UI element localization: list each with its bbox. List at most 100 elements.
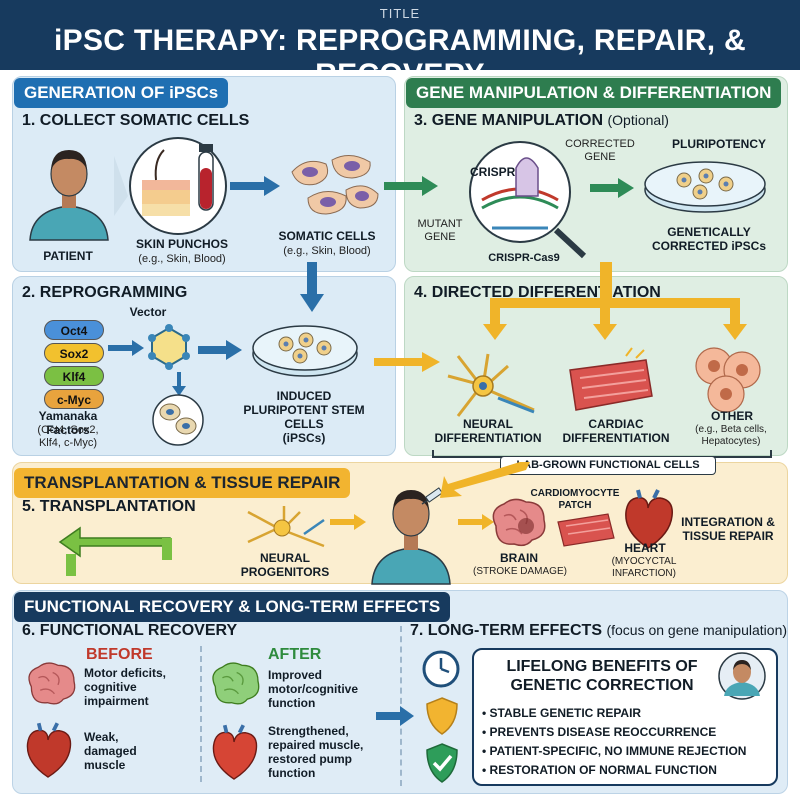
heart-label: HEART: [624, 541, 666, 555]
heart-sub-2: INFARCTION): [612, 568, 676, 579]
mutant-gene-label-1: MUTANT: [417, 218, 463, 230]
factor-klf4: Klf4: [44, 366, 104, 386]
heart-icon: [625, 489, 673, 549]
gen-corrected-label-1: GENETICALLY: [667, 225, 751, 239]
crispr-dna-icon: [469, 141, 587, 259]
brain-sub: (STROKE DAMAGE): [473, 566, 567, 577]
after-heart-icon: [212, 724, 258, 780]
before-brain-icon: [28, 662, 76, 705]
other-sub-1: (e.g., Beta cells,: [695, 424, 767, 435]
arrow-to-corrected-ipsc: [590, 178, 634, 198]
pluripotency-label: PLURIPOTENCY: [671, 137, 766, 151]
step-2-heading: 2. REPROGRAMMING: [22, 284, 188, 301]
syringe-icon: [421, 487, 443, 505]
avatar-icon: [718, 652, 766, 700]
step-5-heading: 5. TRANSPLANTATION: [22, 498, 196, 515]
step-1-heading: 1. COLLECT SOMATIC CELLS: [22, 112, 250, 129]
before-heart-line-1: Weak,: [84, 730, 119, 744]
before-brain-line-1: Motor deficits,: [84, 666, 167, 680]
arrow-factors-to-vector: [108, 340, 144, 356]
step-7-heading: 7. LONG-TERM EFFECTS (focus on gene mani…: [410, 622, 787, 640]
lab-grown-label: LAB-GROWN FUNCTIONAL CELLS: [500, 456, 716, 475]
differentiation-branch-arrows: [483, 262, 747, 340]
big-yellow-arrow: [440, 462, 530, 498]
integration-label-1: INTEGRATION &: [681, 515, 775, 529]
gen-corrected-label-2: CORRECTED iPSCs: [651, 239, 767, 253]
yamanaka-sub-1: (Oct4, Sox2,: [37, 424, 99, 436]
shield-icon: [426, 697, 458, 735]
skin-punch-sub: (e.g., Skin, Blood): [138, 253, 226, 265]
return-arrow: [58, 526, 172, 576]
benefit-item-2: • PREVENTS DISEASE REOCCURRENCE: [482, 725, 717, 739]
step-7-focus: (focus on gene manipulation): [606, 622, 788, 638]
tab-transplantation: TRANSPLANTATION & TISSUE REPAIR: [14, 468, 351, 498]
ipsc-label-3: CELLS: [284, 417, 324, 431]
ipsc-label-4: (iPSCs): [282, 431, 326, 445]
corrected-gene-label-1: CORRECTED: [565, 138, 635, 150]
before-brain-line-3: impairment: [84, 694, 149, 709]
after-brain-line-1: Improved: [268, 668, 323, 682]
petri-dish-icon: [252, 325, 358, 377]
before-brain-text: Motor deficits, cognitive impairment: [84, 666, 194, 708]
benefit-item-4: • RESTORATION OF NORMAL FUNCTION: [482, 763, 717, 777]
cardiomyocyte-patch-icon: [557, 513, 615, 547]
arrow-vector-down: [172, 372, 186, 396]
step-3-title: 3. GENE MANIPULATION: [414, 112, 604, 129]
heart-sub-1: (MYOCYCTAL: [611, 556, 677, 567]
arrow-to-gene-manipulation: [384, 176, 438, 196]
transplant-patient-icon: [371, 490, 451, 585]
cardiac-muscle-icon: [569, 347, 653, 411]
title-tag: TITLE: [379, 6, 421, 21]
somatic-cells-icon: [291, 155, 379, 215]
other-cells-icon: [695, 347, 761, 413]
vector-label: Vector: [129, 305, 167, 319]
blood-tube-icon: [198, 144, 214, 211]
arrow-to-long-term: [376, 706, 414, 726]
title-banner: [0, 0, 800, 70]
arrow-to-somatic: [230, 176, 280, 196]
other-sub-2: Hepatocytes): [701, 436, 761, 447]
patient-icon: [29, 150, 109, 241]
somatic-cells-label: SOMATIC CELLS: [278, 229, 376, 243]
brain-label: BRAIN: [500, 551, 538, 565]
arrow-somatic-to-ipsc: [300, 262, 324, 312]
step-3-optional: (Optional): [607, 112, 669, 128]
check-shield-icon: [426, 743, 458, 783]
yamanaka-label: Yamanaka Factors: [38, 409, 98, 437]
benefit-item-3: • PATIENT-SPECIFIC, NO IMMUNE REJECTION: [482, 744, 747, 758]
neural-progenitor-label-1: NEURAL: [260, 551, 310, 565]
after-heading: AFTER: [268, 646, 322, 663]
tab-generation: GENERATION OF iPSCs: [14, 78, 229, 108]
mutant-gene-label-2: GENE: [424, 231, 456, 243]
crispr-cas9-label: CRISPR-Cas9: [488, 252, 560, 264]
after-heart-line-1: Strengthened,: [268, 724, 349, 738]
page-title: iPSC THERAPY: REPROGRAMMING, REPAIR, & R…: [54, 24, 746, 91]
step-3-heading: 3. GENE MANIPULATION (Optional): [414, 112, 669, 130]
neural-diff-label-2: DIFFERENTIATION: [434, 431, 542, 445]
step-7-title: 7. LONG-TERM EFFECTS: [410, 622, 602, 639]
cardiac-diff-label-2: DIFFERENTIATION: [562, 431, 670, 445]
cardiomyocyte-patch-label-1: CARDIOMYOCYTE: [530, 488, 620, 499]
factor-sox2: Sox2: [44, 343, 104, 363]
before-heading: BEFORE: [86, 646, 153, 663]
recovery-divider: [400, 626, 402, 786]
tab-recovery: FUNCTIONAL RECOVERY & LONG-TERM EFFECTS: [14, 592, 451, 622]
after-brain-icon: [212, 662, 260, 705]
ipsc-label-1: INDUCED: [276, 389, 332, 403]
corrected-petri-dish-icon: [644, 161, 766, 213]
neural-diff-label-1: NEURAL: [463, 417, 513, 431]
benefit-item-1: • STABLE GENETIC REPAIR: [482, 706, 642, 720]
after-heart-line-3: restored pump: [268, 752, 353, 767]
brain-icon: [492, 498, 546, 547]
step-4-heading: 4. DIRECTED DIFFERENTIATION: [414, 284, 661, 301]
patient-label: PATIENT: [43, 249, 93, 263]
arrow-to-differentiation: [374, 352, 440, 372]
before-heart-icon: [26, 722, 72, 778]
cardiac-diff-label-1: CARDIAC: [588, 417, 644, 431]
tab-gene-manipulation: GENE MANIPULATION & DIFFERENTIATION: [406, 78, 782, 108]
after-heart-text: Strengthened, repaired muscle, restored …: [268, 724, 392, 781]
yamanaka-sub-2: Klf4, c-Myc): [38, 437, 98, 449]
vector-icon: [148, 324, 190, 370]
after-heart-line-4: function: [268, 766, 316, 781]
cardiomyocyte-patch-label-2: PATCH: [558, 500, 592, 511]
